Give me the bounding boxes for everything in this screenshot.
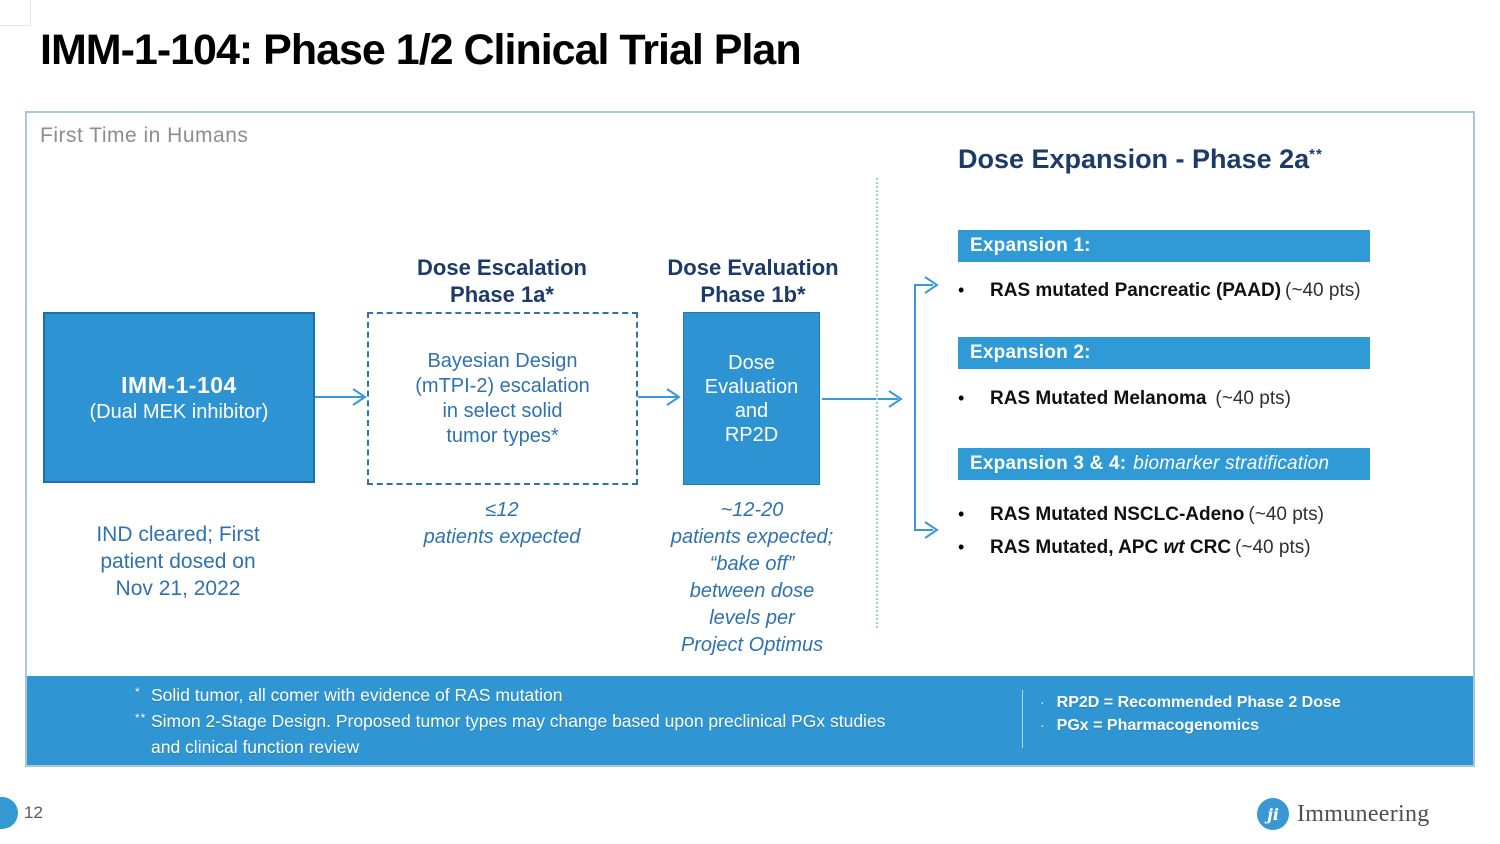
dose-escalation-note: ≤12 patients expected	[423, 499, 581, 548]
dose-evaluation-box: Dose Evaluation and RP2D	[683, 312, 820, 485]
footnote-band	[27, 676, 1473, 765]
page-number-circle	[0, 797, 18, 829]
imm-box-title: IMM-1-104	[121, 371, 237, 398]
expansion-2-label: Expansion 2:	[970, 342, 1091, 363]
footnote-1-marker: *	[135, 685, 141, 699]
page-number: 12	[24, 803, 43, 822]
page-title: IMM-1-104: Phase 1/2 Clinical Trial Plan	[40, 26, 802, 74]
corner-artifact	[0, 0, 31, 26]
bullet-dot: •	[958, 504, 965, 524]
expansion-3-bullet-count: (~40 pts)	[1248, 504, 1324, 525]
dose-expansion-header: Dose Expansion - Phase 2a**	[958, 144, 1323, 175]
expansion-3-4-label-italic: biomarker stratification	[1133, 453, 1330, 474]
expansion-2-bullet-count: (~40 pts)	[1215, 388, 1291, 409]
expansion-4-bullet-text-pre: RAS Mutated, APC	[990, 537, 1159, 558]
immuneering-wordmark: Immuneering	[1297, 800, 1430, 827]
footnote-1: * Solid tumor, all comer with evidence o…	[135, 682, 885, 708]
expansion-1-bullet-text: RAS mutated Pancreatic (PAAD)	[990, 280, 1282, 301]
expansion-1-label: Expansion 1:	[970, 235, 1091, 256]
expansion-2-bullet-text: RAS Mutated Melanoma	[990, 388, 1207, 409]
legend-bullet-dot: ·	[1040, 717, 1045, 733]
dose-escalation-header: Dose Escalation Phase 1a*	[417, 255, 587, 307]
dose-expansion-header-footnote-marker: **	[1309, 146, 1323, 163]
legend-bullet-dot: ·	[1040, 694, 1045, 710]
expansion-2-bar: Expansion 2:	[958, 337, 1370, 369]
dose-escalation-box: Bayesian Design (mTPI-2) escalation in s…	[367, 312, 638, 485]
legend-item-pgx-text: PGx = Pharmacogenomics	[1056, 717, 1259, 734]
legend-item-rp2d-text: RP2D = Recommended Phase 2 Dose	[1056, 694, 1341, 711]
dose-escalation-body: Bayesian Design (mTPI-2) escalation in s…	[415, 349, 590, 447]
expansion-4-bullet-text-post: CRC	[1189, 537, 1232, 558]
legend-divider	[1022, 690, 1023, 748]
footnote-2: ** Simon 2-Stage Design. Proposed tumor …	[135, 708, 885, 760]
imm-note: IND cleared; First patient dosed on Nov …	[96, 523, 260, 600]
footnote-2-text: Simon 2-Stage Design. Proposed tumor typ…	[151, 711, 886, 757]
bullet-dot: •	[958, 280, 965, 300]
frame-label: First Time in Humans	[40, 124, 249, 147]
dose-evaluation-note: ~12-20 patients expected; “bake off” bet…	[670, 499, 834, 656]
expansion-2-bullet: • RAS Mutated Melanoma (~40 pts)	[958, 387, 1428, 410]
dose-expansion-header-text: Dose Expansion - Phase 2a	[958, 144, 1310, 174]
immuneering-logo-icon: ji	[1257, 798, 1289, 830]
legend-item-rp2d: · RP2D = Recommended Phase 2 Dose	[1040, 691, 1341, 714]
expansion-3-4-label: Expansion 3 & 4:	[970, 453, 1127, 474]
expansion-4-bullet-count: (~40 pts)	[1235, 537, 1311, 558]
expansion-1-bar: Expansion 1:	[958, 230, 1370, 262]
expansion-3-bullet: • RAS Mutated NSCLC-Adeno(~40 pts)	[958, 503, 1428, 526]
phase-divider-line	[876, 178, 878, 628]
imm-box-subtitle: (Dual MEK inhibitor)	[89, 400, 269, 423]
legend-item-pgx: · PGx = Pharmacogenomics	[1040, 714, 1341, 737]
immuneering-logo: ji Immuneering	[1257, 798, 1430, 830]
legend: · RP2D = Recommended Phase 2 Dose · PGx …	[1040, 691, 1341, 737]
expansion-4-bullet: • RAS Mutated, APC wt CRC(~40 pts)	[958, 536, 1428, 559]
expansion-1-bullet: • RAS mutated Pancreatic (PAAD)(~40 pts)	[958, 279, 1428, 302]
bullet-dot: •	[958, 388, 965, 408]
expansion-3-4-bar: Expansion 3 & 4: biomarker stratificatio…	[958, 448, 1370, 480]
dose-evaluation-header: Dose Evaluation Phase 1b*	[667, 255, 839, 307]
footnote-2-marker: **	[135, 711, 147, 725]
expansion-4-bullet-wt: wt	[1158, 537, 1190, 558]
footnote-1-text: Solid tumor, all comer with evidence of …	[151, 685, 563, 705]
expansion-1-bullet-count: (~40 pts)	[1285, 280, 1361, 301]
bullet-dot: •	[958, 537, 965, 557]
expansion-3-bullet-text: RAS Mutated NSCLC-Adeno	[990, 504, 1245, 525]
imm-box: IMM-1-104 (Dual MEK inhibitor)	[43, 312, 315, 483]
footnotes: * Solid tumor, all comer with evidence o…	[135, 682, 885, 760]
dose-evaluation-body: Dose Evaluation and RP2D	[704, 351, 799, 446]
